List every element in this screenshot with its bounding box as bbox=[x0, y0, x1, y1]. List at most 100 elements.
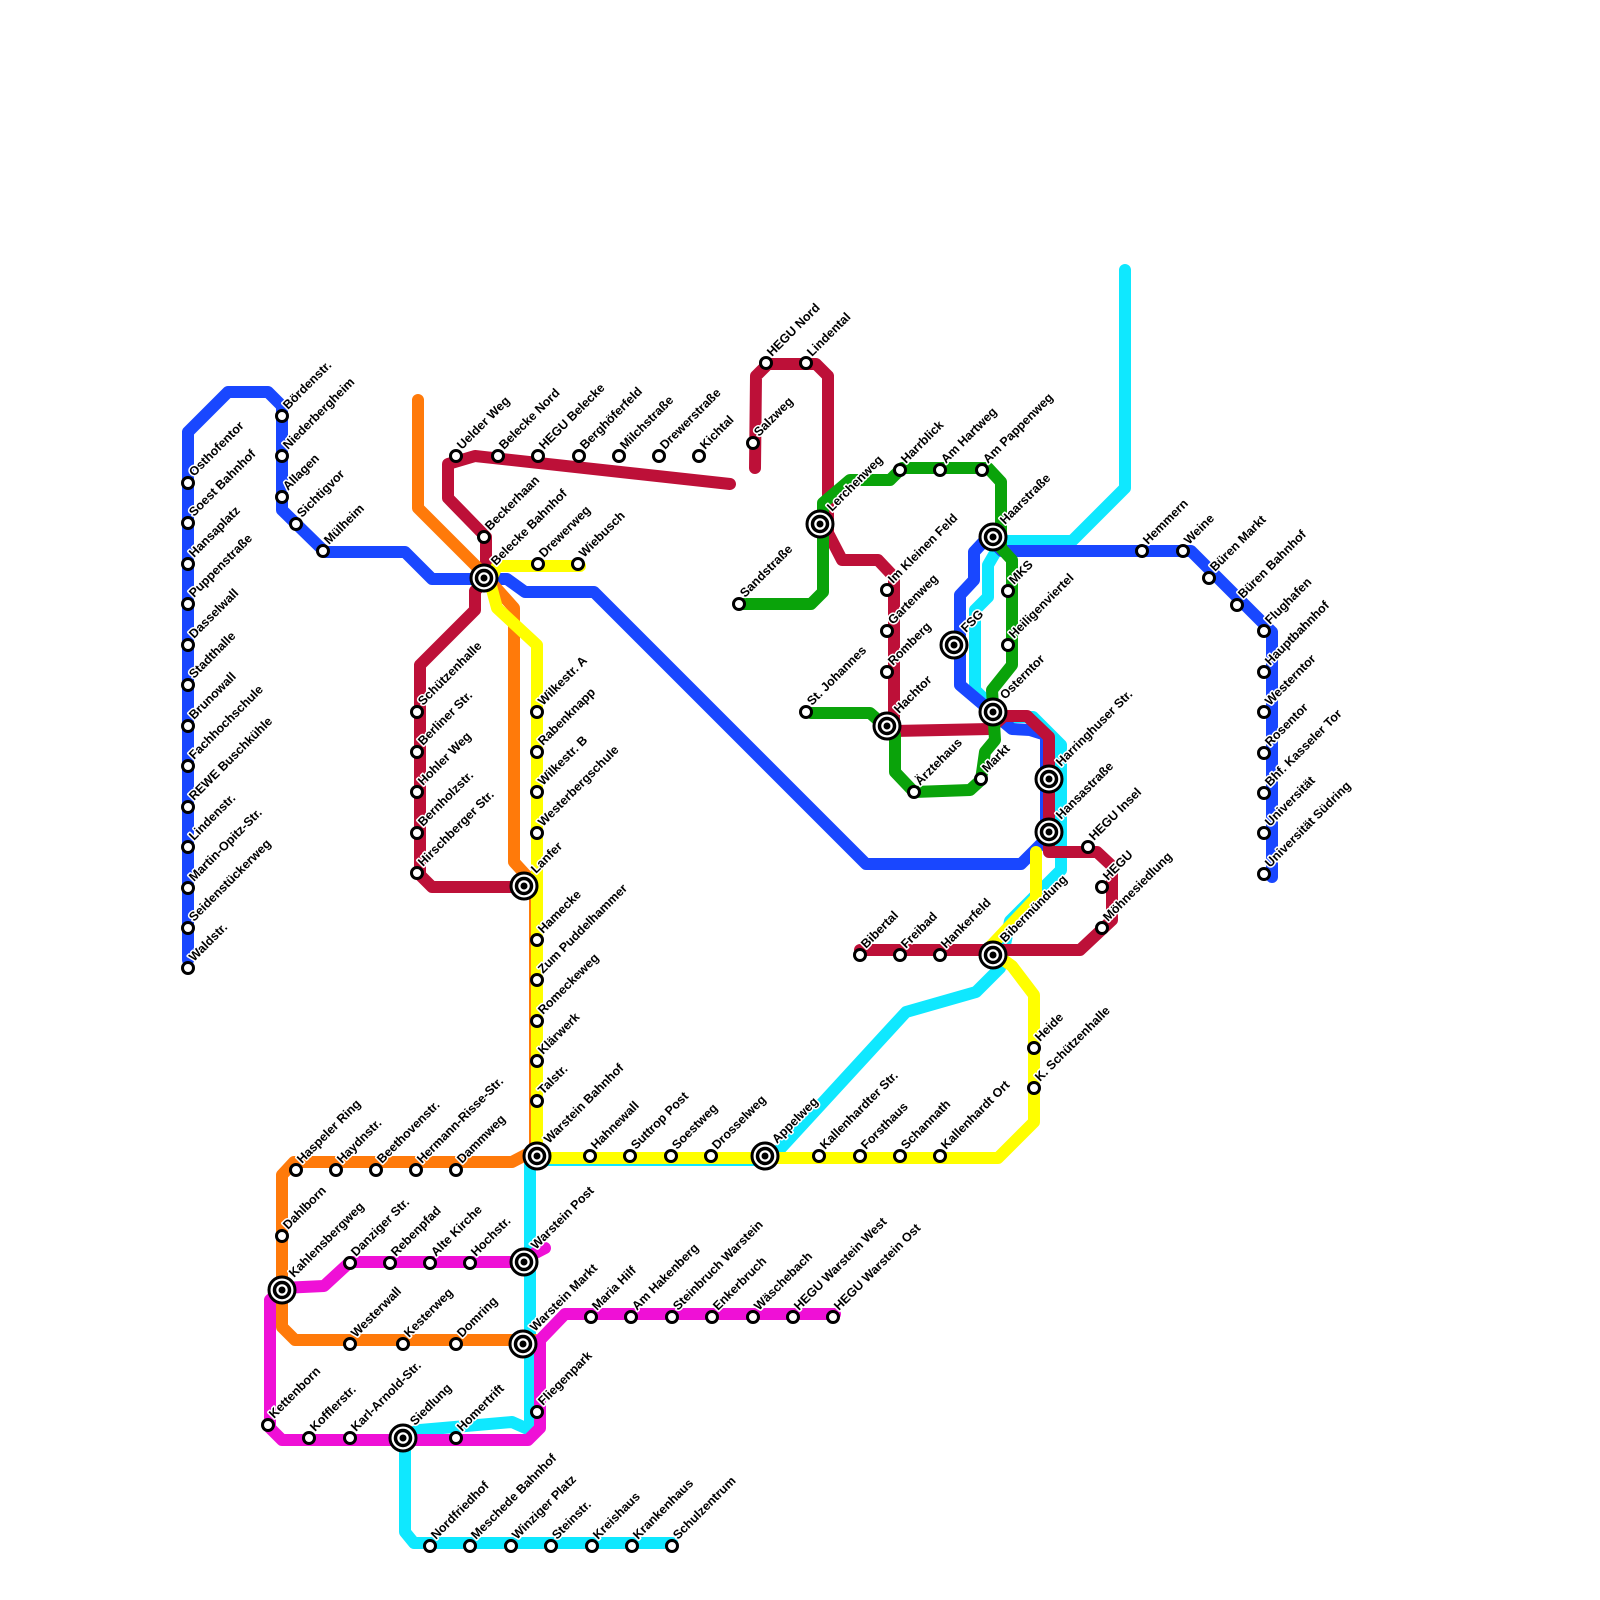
station-lerchenweg[interactable]: Lerchenweg bbox=[805, 451, 887, 539]
stop-marker bbox=[1257, 786, 1271, 800]
stop-marker bbox=[786, 1310, 800, 1324]
station-suttrop-post[interactable]: Suttrop Post bbox=[623, 1087, 693, 1163]
interchange-dot bbox=[520, 1258, 528, 1266]
interchange-dot bbox=[989, 533, 997, 541]
stop-marker bbox=[530, 745, 544, 759]
stop-marker bbox=[893, 948, 907, 962]
stop-marker bbox=[275, 449, 289, 463]
station-label: Harringhuser Str. bbox=[1053, 687, 1135, 769]
stop-marker bbox=[181, 921, 195, 935]
stop-marker bbox=[369, 1163, 383, 1177]
interchange-dot bbox=[761, 1152, 769, 1160]
interchange-dot bbox=[533, 1152, 541, 1160]
stop-marker bbox=[181, 840, 195, 854]
station-label: K. Schützenhalle bbox=[1032, 1003, 1113, 1084]
stop-marker bbox=[530, 785, 544, 799]
stop-marker bbox=[531, 557, 545, 571]
station-label: Ärztehaus bbox=[912, 735, 965, 788]
station-label: Im Kleinen Feld bbox=[885, 511, 960, 586]
stop-marker bbox=[1257, 624, 1271, 638]
station-label: Kichtal bbox=[697, 413, 736, 452]
stop-marker bbox=[705, 1310, 719, 1324]
stop-marker bbox=[612, 449, 626, 463]
stop-marker bbox=[181, 759, 195, 773]
stop-marker bbox=[1081, 840, 1095, 854]
station-label: Hirschberger Str. bbox=[415, 787, 497, 869]
station-label: Kesterweg bbox=[401, 1286, 456, 1341]
station-st-johannes[interactable]: St. Johannes bbox=[799, 642, 871, 719]
stop-marker bbox=[812, 1149, 826, 1163]
station-label: Niederbergheim bbox=[280, 375, 357, 452]
stop-marker bbox=[449, 1337, 463, 1351]
station-label: Weine bbox=[1181, 511, 1217, 547]
stop-marker bbox=[1095, 921, 1109, 935]
station-warstein-post[interactable]: Warstein Post bbox=[509, 1182, 599, 1277]
stop-marker bbox=[583, 1149, 597, 1163]
station-hegu-belecke[interactable]: HEGU Belecke bbox=[531, 379, 609, 463]
stop-marker bbox=[449, 1163, 463, 1177]
interchange-dot bbox=[989, 708, 997, 716]
station-westerbergschule[interactable]: Westerbergschule bbox=[530, 741, 623, 840]
stop-marker bbox=[181, 638, 195, 652]
station-label: Am Pappenweg bbox=[980, 390, 1056, 466]
stop-marker bbox=[826, 1310, 840, 1324]
green-line bbox=[735, 462, 1018, 798]
station-label: Kallenhardt Ort bbox=[938, 1077, 1013, 1152]
station-label: Westerwall bbox=[348, 1284, 404, 1340]
stop-marker bbox=[423, 1539, 437, 1553]
station-label: Sandstraße bbox=[737, 542, 795, 600]
stop-marker bbox=[880, 583, 894, 597]
stop-marker bbox=[907, 785, 921, 799]
interchange-dot bbox=[883, 722, 891, 730]
station-kichtal[interactable]: Kichtal bbox=[692, 411, 738, 463]
stop-marker bbox=[893, 1149, 907, 1163]
station-label: Siedlung bbox=[407, 1381, 454, 1428]
stop-marker bbox=[396, 1337, 410, 1351]
stop-marker bbox=[181, 476, 195, 490]
stop-marker bbox=[1001, 584, 1015, 598]
stop-marker bbox=[625, 1539, 639, 1553]
stop-marker bbox=[409, 1163, 423, 1177]
stop-marker bbox=[1027, 1041, 1041, 1055]
station-am-pappenweg[interactable]: Am Pappenweg bbox=[975, 389, 1057, 477]
station-label: Kallenhardter Str. bbox=[817, 1069, 901, 1153]
stop-marker bbox=[1135, 544, 1149, 558]
stop-marker bbox=[933, 948, 947, 962]
stop-marker bbox=[1230, 598, 1244, 612]
stop-marker bbox=[799, 705, 813, 719]
stop-marker bbox=[732, 597, 746, 611]
interchange-dot bbox=[1045, 828, 1053, 836]
stop-marker bbox=[624, 1310, 638, 1324]
stop-marker bbox=[584, 1310, 598, 1324]
station-label: Martin-Opitz-Str. bbox=[186, 805, 265, 884]
interchange-dot bbox=[399, 1434, 407, 1442]
stop-marker bbox=[1095, 880, 1109, 894]
stop-marker bbox=[530, 705, 544, 719]
interchange-dot bbox=[480, 574, 488, 582]
stop-marker bbox=[530, 1094, 544, 1108]
stop-marker bbox=[530, 933, 544, 947]
stop-marker bbox=[530, 1014, 544, 1028]
station-label: St. Johannes bbox=[804, 643, 869, 708]
station-label: Domring bbox=[454, 1294, 500, 1340]
stop-marker bbox=[410, 705, 424, 719]
stop-marker bbox=[181, 719, 195, 733]
stop-marker bbox=[343, 1256, 357, 1270]
station-hegu-insel[interactable]: HEGU Insel bbox=[1081, 784, 1146, 854]
stop-marker bbox=[343, 1431, 357, 1445]
stop-marker bbox=[463, 1539, 477, 1553]
stop-marker bbox=[571, 557, 585, 571]
stop-marker bbox=[759, 356, 773, 370]
stop-marker bbox=[410, 866, 424, 880]
stop-marker bbox=[477, 530, 491, 544]
interchange-dot bbox=[989, 951, 997, 959]
station-k-schutzenhalle[interactable]: K. Schützenhalle bbox=[1027, 1002, 1114, 1095]
stop-marker bbox=[181, 800, 195, 814]
stop-marker bbox=[664, 1149, 678, 1163]
stop-marker bbox=[880, 624, 894, 638]
stop-marker bbox=[275, 490, 289, 504]
stop-marker bbox=[1257, 867, 1271, 881]
stop-marker bbox=[1001, 638, 1015, 652]
stop-marker bbox=[704, 1149, 718, 1163]
